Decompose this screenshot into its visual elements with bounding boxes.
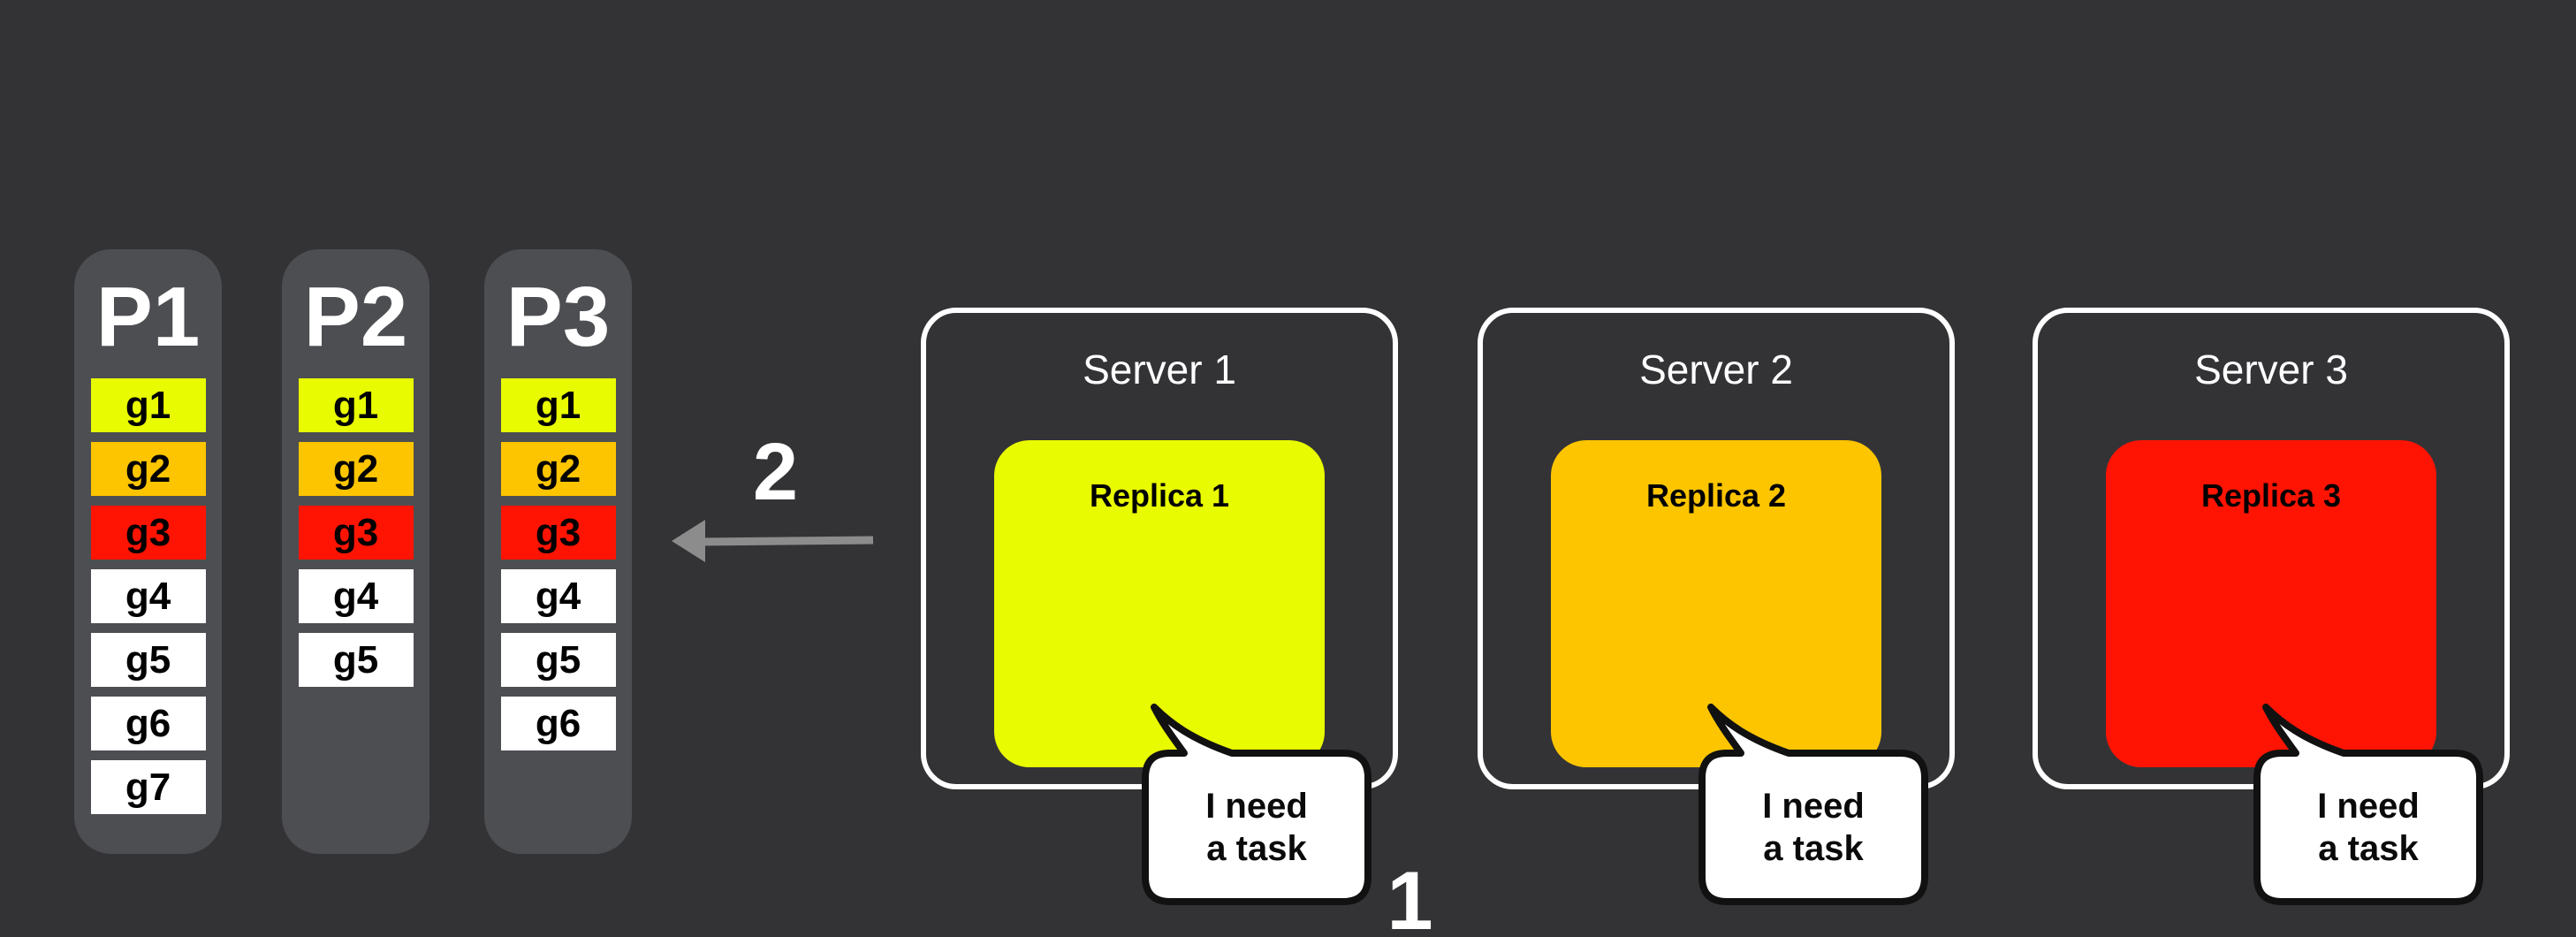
task-chip: g4 (298, 569, 414, 623)
partition-p1: P1 g1 g2 g3 g4 g5 g6 g7 (74, 249, 222, 854)
partition-p3: P3 g1 g2 g3 g4 g5 g6 (484, 249, 632, 854)
task-chip: g2 (298, 442, 414, 496)
bubble-line: a task (1206, 829, 1307, 868)
partition-title: P3 (505, 270, 611, 364)
speech-bubble-shape (1698, 704, 1928, 905)
replica-label: Replica 3 (2200, 477, 2342, 514)
server-2-box: Server 2 Replica 2 I need a task (1478, 308, 1955, 905)
task-chip: g1 (298, 378, 414, 432)
arrow-left-icon (672, 520, 874, 562)
task-chip: g6 (90, 697, 206, 750)
task-chip: g5 (90, 633, 206, 687)
step-2-label: 2 (752, 427, 799, 517)
bubble-text: I need a task (1147, 753, 1366, 902)
server-3-box: Server 3 Replica 3 I need a task (2033, 308, 2510, 905)
bubble-line: a task (1763, 829, 1864, 868)
server-title: Server 2 (1639, 347, 1793, 392)
partition-title: P1 (95, 270, 201, 364)
task-list: g1 g2 g3 g4 g5 g6 g7 (74, 378, 222, 824)
task-chip: g5 (500, 633, 616, 687)
speech-bubble: I need a task (1698, 702, 1928, 905)
task-chip: g3 (90, 506, 206, 560)
task-list: g1 g2 g3 g4 g5 g6 (484, 378, 632, 760)
bubble-text: I need a task (1704, 753, 1923, 902)
server-1-box: Server 1 Replica 1 I need a task (921, 308, 1398, 905)
task-chip: g2 (500, 442, 616, 496)
bubble-line: I need (1762, 787, 1865, 826)
replica-3: Replica 3 (2106, 440, 2436, 767)
replica-label: Replica 2 (1645, 477, 1787, 514)
speech-bubble-shape (1142, 704, 1372, 905)
task-chip: g4 (500, 569, 616, 623)
task-chip: g2 (90, 442, 206, 496)
task-chip: g5 (298, 633, 414, 687)
bubble-text: I need a task (2259, 753, 2478, 902)
step-1-label: 1 (1387, 854, 1433, 937)
task-list: g1 g2 g3 g4 g5 (282, 378, 429, 697)
task-chip: g6 (500, 697, 616, 750)
task-chip: g3 (298, 506, 414, 560)
task-chip: g3 (500, 506, 616, 560)
bubble-line: I need (1205, 787, 1308, 826)
task-chip: g1 (500, 378, 616, 432)
speech-bubble: I need a task (2253, 702, 2483, 905)
bubble-line: I need (2317, 787, 2420, 826)
replica-label: Replica 1 (1089, 477, 1230, 514)
server-title: Server 1 (1083, 347, 1236, 392)
task-chip: g4 (90, 569, 206, 623)
bubble-line: a task (2318, 829, 2419, 868)
task-chip: g7 (90, 760, 206, 814)
server-title: Server 3 (2194, 347, 2348, 392)
speech-bubble: I need a task (1142, 702, 1372, 905)
partition-title: P2 (303, 270, 408, 364)
task-chip: g1 (90, 378, 206, 432)
partition-p2: P2 g1 g2 g3 g4 g5 (282, 249, 429, 854)
speech-bubble-shape (2253, 704, 2483, 905)
replica-2: Replica 2 (1551, 440, 1881, 767)
